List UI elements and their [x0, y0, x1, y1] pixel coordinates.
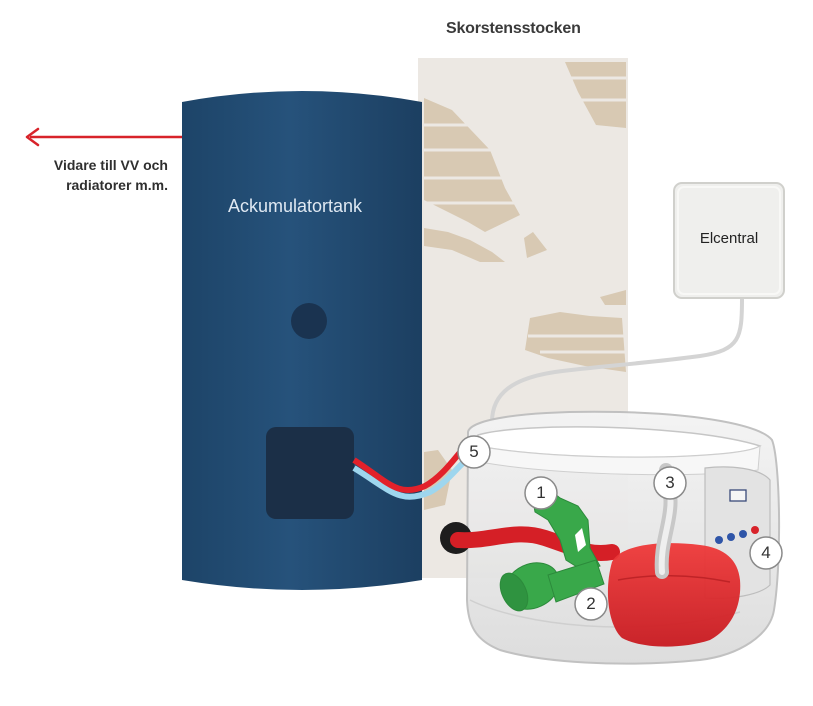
control-button [751, 526, 759, 534]
elcentral-label: Elcentral [699, 230, 759, 247]
chimney-mortar [424, 76, 626, 354]
marker-5: 5 [469, 442, 479, 461]
flow-label-line1: Vidare till VV och [53, 157, 168, 173]
marker-circles [457, 435, 783, 621]
flow-label-line2: radiatorer m.m. [66, 177, 168, 193]
marker-3-circle [653, 466, 687, 500]
marker-1-circle [524, 476, 558, 510]
control-button [715, 536, 723, 544]
flow-arrow [25, 127, 184, 147]
marker-5-circle [457, 435, 491, 469]
elcentral-cable [490, 297, 744, 423]
control-button [727, 533, 735, 541]
accumulator-tank [182, 91, 422, 590]
marker-4-circle [749, 536, 783, 570]
flow-label: Vidare till VV och radiatorer m.m. [20, 155, 168, 195]
elcentral-box [673, 182, 785, 299]
marker-1: 1 [536, 483, 546, 502]
tank-label: Ackumulatortank [228, 196, 363, 216]
green-valve [499, 487, 605, 612]
chimney-label: Skorstensstocken [446, 20, 581, 37]
tank-pipes [352, 448, 469, 500]
tank-connection-panel [266, 427, 354, 519]
control-button [739, 530, 747, 538]
red-pump [607, 543, 741, 647]
display-icon [729, 489, 747, 502]
tank-port [291, 303, 327, 339]
marker-4: 4 [761, 543, 771, 562]
marker-2-circle [574, 587, 608, 621]
marker-3: 3 [665, 473, 675, 492]
marker-2: 2 [586, 594, 596, 613]
